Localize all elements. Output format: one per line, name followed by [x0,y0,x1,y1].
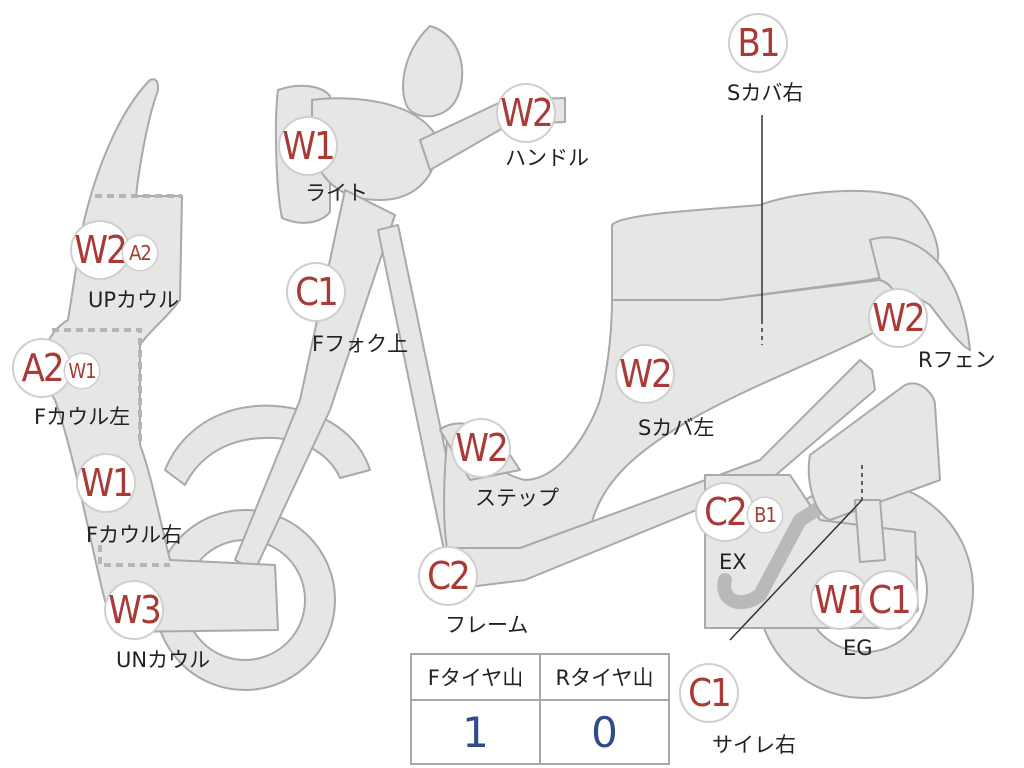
rear-shock [854,499,886,563]
badge-ex-sub[interactable]: B1 [748,498,782,532]
front-fork [234,189,396,571]
label-un-cowl: UNカウル [116,648,211,672]
label-f-fork: Fフォク上 [312,332,409,356]
label-f-cowl-left: Fカウル左 [34,405,131,429]
badge-f-cowl-left[interactable]: A2 [14,340,70,396]
label-up-cowl: UPカウル [88,288,180,312]
cowl-boundary-mid [52,328,142,445]
badge-s-cover-left[interactable]: W2 [617,346,673,402]
badge-r-fender[interactable]: W2 [870,290,926,346]
front-tire-column: Fタイヤ山 1 [412,655,539,763]
label-frame: フレーム [445,613,529,637]
side-cover [443,279,898,561]
seat [611,189,940,301]
front-fender [164,404,371,486]
exhaust-pipe [717,463,887,610]
badge-light[interactable]: W1 [280,118,336,174]
label-s-cover-right: Sカバ右 [727,81,804,105]
leader-eg [729,499,863,641]
badge-frame[interactable]: C2 [420,548,476,604]
badge-eg-1[interactable]: W1 [812,572,868,628]
badge-handle[interactable]: W2 [498,85,554,141]
badge-ex[interactable]: C2 [697,484,753,540]
badge-eg-2[interactable]: C1 [861,572,917,628]
label-s-cover-left: Sカバ左 [638,416,715,440]
badge-f-cowl-left-sub[interactable]: W1 [65,354,99,388]
badge-up-cowl-sub[interactable]: A2 [123,236,157,270]
tire-tread-table: Fタイヤ山 1 Rタイヤ山 0 [410,653,670,765]
rear-tire-header: Rタイヤ山 [541,655,668,701]
frame-floor [439,359,876,591]
badge-un-cowl[interactable]: W3 [106,582,162,638]
cowl-boundary-lower [98,545,170,567]
label-eg: EG [843,636,873,660]
label-step: ステップ [475,486,559,510]
badge-up-cowl[interactable]: W2 [72,222,128,278]
front-tire-header: Fタイヤ山 [412,655,539,701]
rear-tire-value[interactable]: 0 [591,707,618,757]
mirror [402,25,464,118]
label-handle: ハンドル [505,146,589,170]
label-silencer-right: サイレ右 [712,733,796,757]
badge-f-cowl-right[interactable]: W1 [78,455,134,511]
label-f-cowl-right: Fカウル右 [86,523,183,547]
label-light: ライト [305,181,368,205]
badge-silencer-right[interactable]: C1 [681,665,737,721]
rear-tire-column: Rタイヤ山 0 [539,655,668,763]
muffler [807,382,941,521]
badge-s-cover-right[interactable]: B1 [730,15,786,71]
label-r-fender: Rフェン [918,348,996,372]
badge-f-fork[interactable]: C1 [288,264,344,320]
front-tire-value[interactable]: 1 [462,707,489,757]
badge-step[interactable]: W2 [453,420,509,476]
label-ex: EX [719,550,747,574]
rear-tail [869,236,971,351]
